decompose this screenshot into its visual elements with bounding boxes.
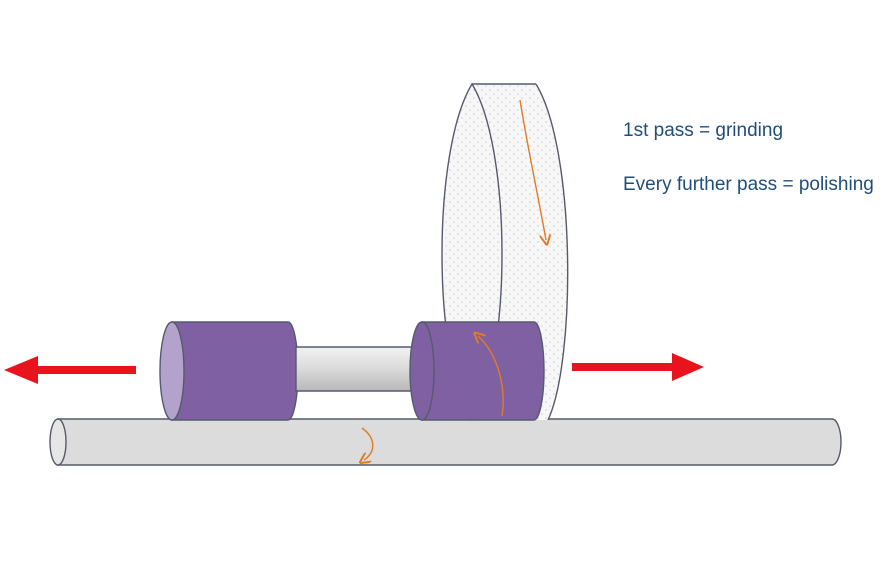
right-roller <box>409 321 545 421</box>
left-roller <box>159 321 299 421</box>
shaft <box>295 346 421 392</box>
left-motion-arrow <box>4 356 136 384</box>
right-motion-arrow <box>572 353 704 381</box>
rail-rod <box>49 418 842 466</box>
rail-rotation-arrow <box>362 427 374 460</box>
further-pass-note: Every further pass = polishing <box>623 174 874 195</box>
roller-rotation-arrow <box>478 336 504 417</box>
first-pass-note: 1st pass = grinding <box>623 120 784 141</box>
wheel-rotation-arrow <box>519 99 546 240</box>
